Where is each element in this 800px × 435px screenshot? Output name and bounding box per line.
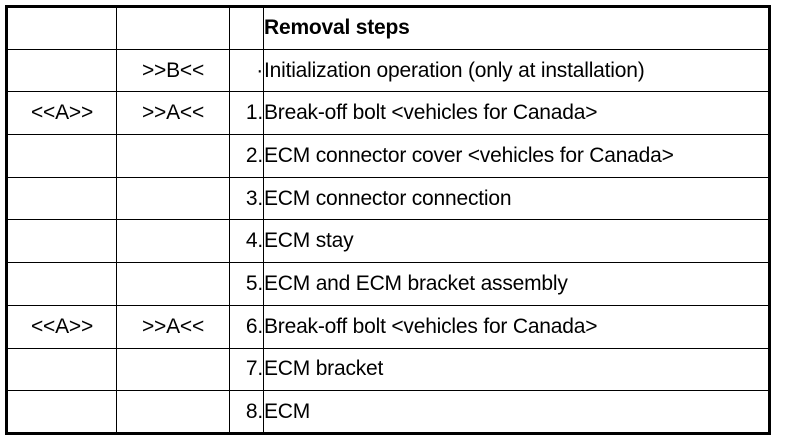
cell-mark-b — [116, 347, 230, 392]
cell-description: Break-off bolt <vehicles for Canada> — [263, 304, 770, 349]
cell-mark-a — [6, 176, 117, 221]
cell-step-number: 4. — [229, 219, 264, 264]
cell-step-number: · — [229, 48, 264, 93]
cell-step-number: 6. — [229, 304, 264, 349]
cell-mark-b: >>B<< — [116, 48, 230, 93]
cell-description: Initialization operation (only at instal… — [263, 48, 770, 93]
cell-description: ECM connector cover <vehicles for Canada… — [263, 134, 770, 178]
cell-step-number: 2. — [229, 134, 264, 178]
cell-description: ECM — [263, 390, 770, 434]
header-cell-step-number — [229, 6, 264, 50]
cell-mark-b: >>A<< — [116, 91, 230, 136]
table-row: 5. ECM and ECM bracket assembly — [6, 262, 770, 306]
cell-mark-b — [116, 390, 230, 434]
header-cell-removal-steps: Removal steps — [263, 6, 770, 50]
cell-step-number: 3. — [229, 176, 264, 221]
header-cell-mark-b — [116, 6, 230, 50]
table-row: <<A>> >>A<< 1. Break-off bolt <vehicles … — [6, 91, 770, 136]
table-row: 8. ECM — [6, 390, 770, 434]
cell-mark-a: <<A>> — [6, 304, 117, 349]
cell-description: ECM bracket — [263, 347, 770, 392]
cell-mark-b — [116, 262, 230, 306]
cell-step-number: 1. — [229, 91, 264, 136]
cell-step-number: 7. — [229, 347, 264, 392]
cell-mark-a: <<A>> — [6, 91, 117, 136]
table-row: 2. ECM connector cover <vehicles for Can… — [6, 134, 770, 178]
cell-description: ECM connector connection — [263, 176, 770, 221]
table-row: >>B<< · Initialization operation (only a… — [6, 48, 770, 93]
removal-steps-table: Removal steps >>B<< · Initialization ope… — [5, 5, 771, 435]
table-row: 7. ECM bracket — [6, 347, 770, 392]
cell-description: ECM and ECM bracket assembly — [263, 262, 770, 306]
cell-mark-a — [6, 347, 117, 392]
cell-mark-b: >>A<< — [116, 304, 230, 349]
table-row: 4. ECM stay — [6, 219, 770, 264]
cell-mark-a — [6, 134, 117, 178]
table-row: <<A>> >>A<< 6. Break-off bolt <vehicles … — [6, 304, 770, 349]
cell-mark-b — [116, 176, 230, 221]
table-header-row: Removal steps — [6, 6, 770, 50]
cell-mark-a — [6, 219, 117, 264]
header-cell-mark-a — [6, 6, 117, 50]
cell-description: ECM stay — [263, 219, 770, 264]
cell-mark-a — [6, 48, 117, 93]
cell-mark-b — [116, 134, 230, 178]
cell-mark-b — [116, 219, 230, 264]
cell-step-number: 8. — [229, 390, 264, 434]
cell-mark-a — [6, 390, 117, 434]
cell-step-number: 5. — [229, 262, 264, 306]
table-body: Removal steps >>B<< · Initialization ope… — [6, 6, 770, 434]
cell-mark-a — [6, 262, 117, 306]
cell-description: Break-off bolt <vehicles for Canada> — [263, 91, 770, 136]
table-row: 3. ECM connector connection — [6, 176, 770, 221]
